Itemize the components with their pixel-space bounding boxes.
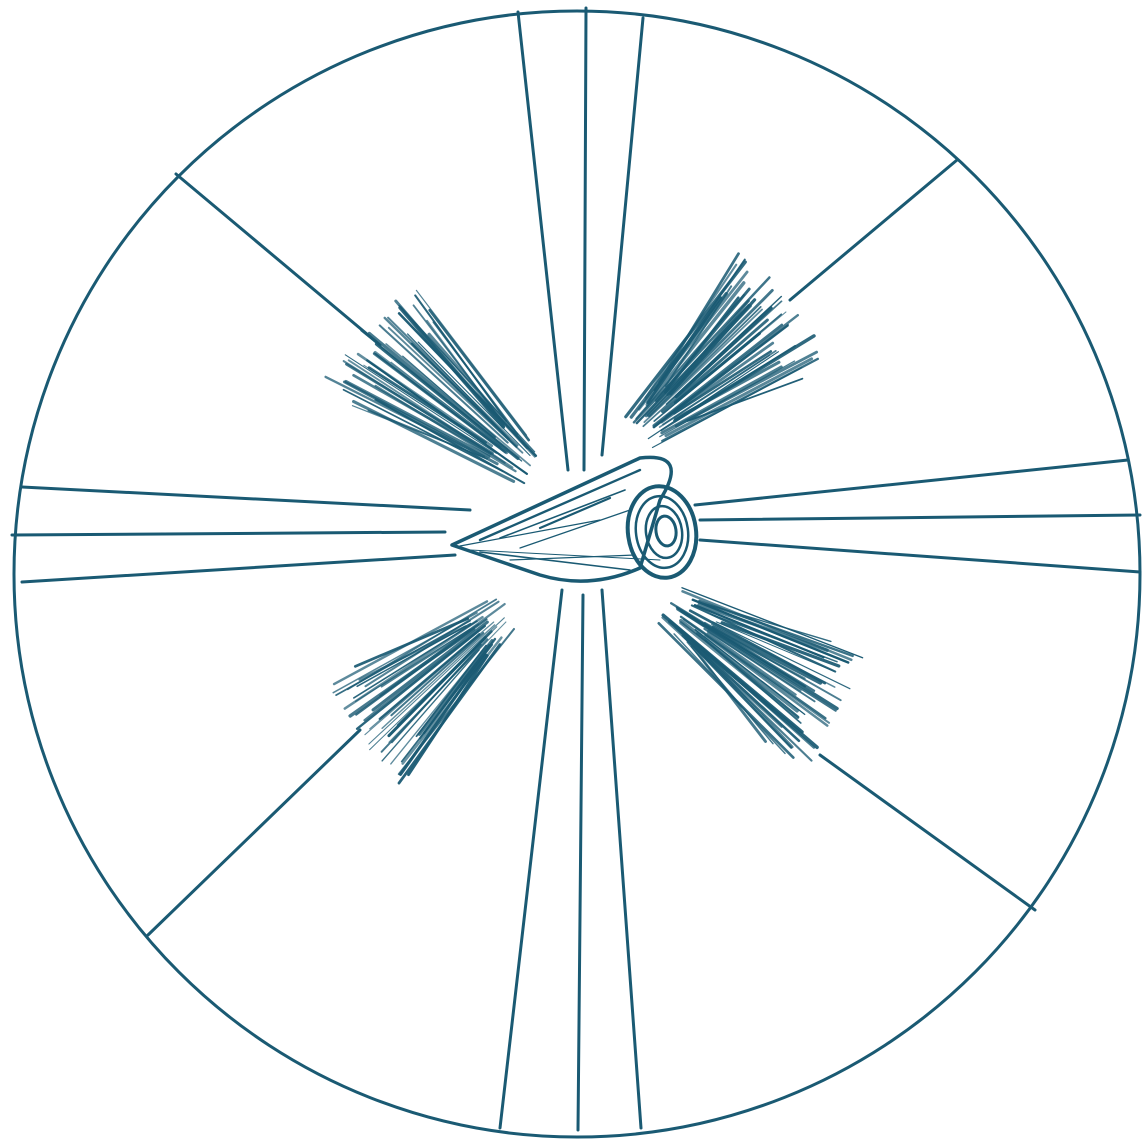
disc-ring — [631, 493, 693, 572]
radial-spoke — [22, 555, 455, 582]
radial-spoke — [700, 515, 1140, 520]
radial-spoke — [518, 12, 568, 470]
cone-shade — [540, 498, 610, 528]
radial-spoke — [176, 174, 380, 345]
radial-spoke — [22, 487, 470, 510]
radial-spoke — [148, 730, 360, 935]
disc-ring — [654, 515, 678, 547]
radial-spoke — [12, 532, 445, 535]
radial-spoke — [500, 590, 562, 1128]
radial-spoke — [578, 595, 583, 1130]
radial-spoke — [584, 8, 586, 470]
radial-spokes — [12, 8, 1140, 1130]
cone-shade — [480, 470, 640, 540]
radial-spoke — [820, 755, 1035, 910]
radial-spoke — [602, 18, 643, 455]
radial-spoke — [700, 540, 1140, 572]
cone-disc — [622, 482, 702, 583]
radial-spoke — [790, 160, 957, 300]
radial-spoke — [695, 460, 1128, 505]
radial-spoke — [602, 590, 641, 1128]
